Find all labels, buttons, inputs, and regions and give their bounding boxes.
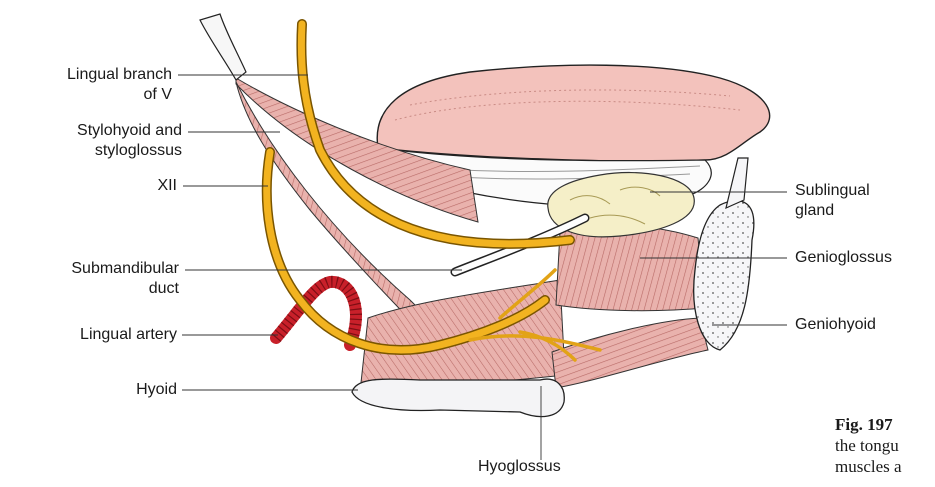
figure-caption: Fig. 197 the tongu muscles a [835,414,935,477]
hyoid-bone [352,379,564,417]
tongue-dorsum [377,65,769,162]
label-sublingual-gland: Sublingual gland [795,181,870,221]
label-sublingual-line2: gland [795,201,870,221]
mandible-section [694,201,754,350]
genioglossus-muscle [556,225,705,310]
label-lingual-artery: Lingual artery [14,325,177,345]
label-hyoid-text: Hyoid [14,380,177,400]
label-lingual-branch-line1: Lingual branch [14,65,172,85]
label-hyoid: Hyoid [14,380,177,400]
mandible-upper [726,158,748,208]
styloid-process [200,14,246,80]
label-stylohyoid: Stylohyoid and styloglossus [14,121,182,161]
label-xii: XII [14,176,177,196]
label-xii-text: XII [14,176,177,196]
label-lingual-branch: Lingual branch of V [14,65,172,105]
label-geniohyoid-text: Geniohyoid [795,315,876,335]
caption-fig-number-text: Fig. 197 [835,415,893,434]
label-lingual-artery-text: Lingual artery [14,325,177,345]
caption-line3: muscles a [835,456,935,477]
label-submandibular-line1: Submandibular [14,259,179,279]
label-stylohyoid-line1: Stylohyoid and [14,121,182,141]
label-genioglossus: Genioglossus [795,248,892,268]
label-submandibular-line2: duct [14,279,179,299]
label-sublingual-line1: Sublingual [795,181,870,201]
geniohyoid-muscle [552,318,708,388]
label-geniohyoid: Geniohyoid [795,315,876,335]
label-lingual-branch-line2: of V [14,85,172,105]
label-hyoglossus: Hyoglossus [478,457,561,477]
label-stylohyoid-line2: styloglossus [14,141,182,161]
label-submandibular-duct: Submandibular duct [14,259,179,299]
caption-line2: the tongu [835,435,935,456]
caption-fig-number: Fig. 197 [835,414,935,435]
label-genioglossus-text: Genioglossus [795,248,892,268]
label-hyoglossus-text: Hyoglossus [478,457,561,477]
